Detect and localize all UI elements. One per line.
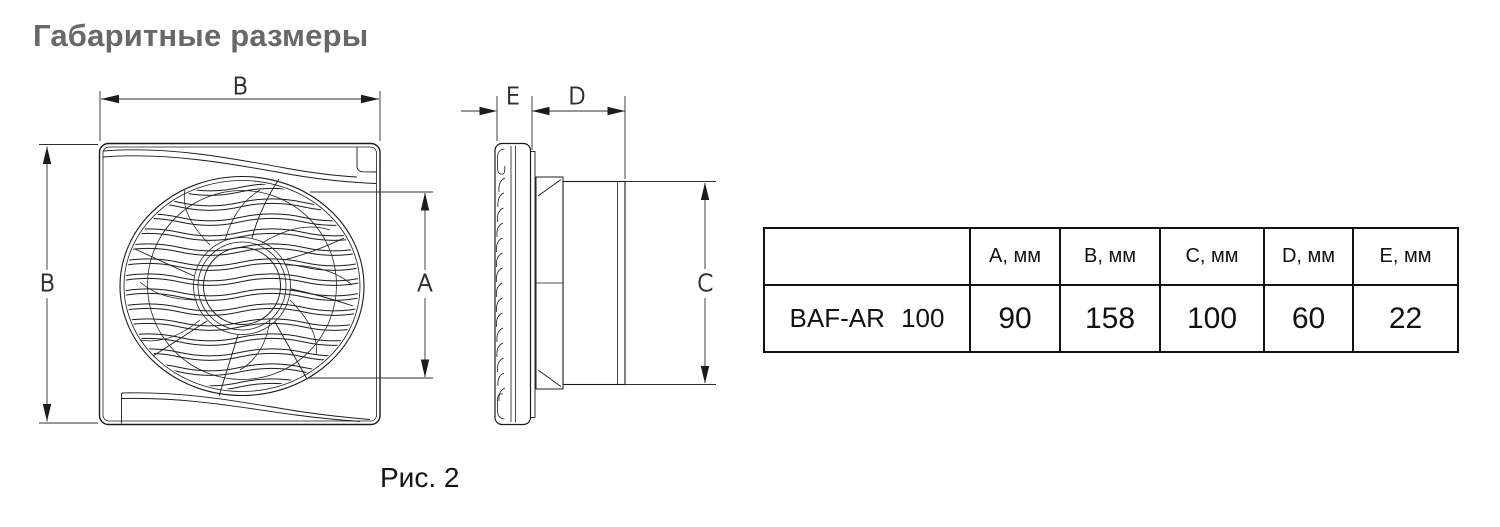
table-header-model: [763, 227, 971, 286]
model-name: BAF-AR 100: [763, 284, 971, 353]
dim-label-duct-length: D: [568, 84, 586, 110]
value-a: 90: [969, 284, 1061, 353]
value-e: 22: [1352, 284, 1459, 353]
dim-duct-diameter: C: [625, 181, 716, 385]
table-header-e: E, мм: [1352, 227, 1459, 286]
table-row: BAF-AR 100 90 158 100 60 22: [763, 284, 1459, 353]
dim-duct-length: D: [532, 84, 626, 179]
table-header-d: D, мм: [1263, 227, 1354, 286]
dim-label-panel-depth: E: [506, 84, 521, 110]
page-title: Габаритные размеры: [33, 18, 369, 53]
side-body-and-duct: [530, 151, 626, 418]
side-front-panel: [494, 142, 532, 426]
side-view: [494, 142, 626, 426]
dim-label-duct-diameter: C: [697, 271, 713, 297]
dim-label-impeller: A: [417, 271, 433, 297]
dimensions-table: A, мм B, мм C, мм D, мм E, мм BAF-AR 100…: [763, 227, 1459, 353]
dimensions: B B A E: [39, 74, 716, 424]
grille-rim: [119, 175, 365, 397]
table-header-b: B, мм: [1059, 227, 1161, 286]
figure-caption: Рис. 2: [380, 462, 460, 493]
grille-slats: [125, 182, 359, 390]
dim-label-front-width: B: [232, 74, 247, 100]
dim-label-front-height: B: [39, 271, 54, 297]
value-c: 100: [1159, 284, 1265, 353]
table-header-a: A, мм: [969, 227, 1061, 286]
value-b: 158: [1059, 284, 1161, 353]
dim-impeller: A: [308, 191, 433, 379]
value-d: 60: [1263, 284, 1354, 353]
dim-front-width: B: [99, 74, 381, 141]
front-view: [98, 142, 381, 426]
front-face-plate: [98, 142, 381, 426]
dim-front-height: B: [39, 144, 98, 424]
dim-panel-depth: E: [461, 84, 533, 150]
table-header-c: C, мм: [1159, 227, 1265, 286]
table-header-row: A, мм B, мм C, мм D, мм E, мм: [763, 227, 1459, 286]
